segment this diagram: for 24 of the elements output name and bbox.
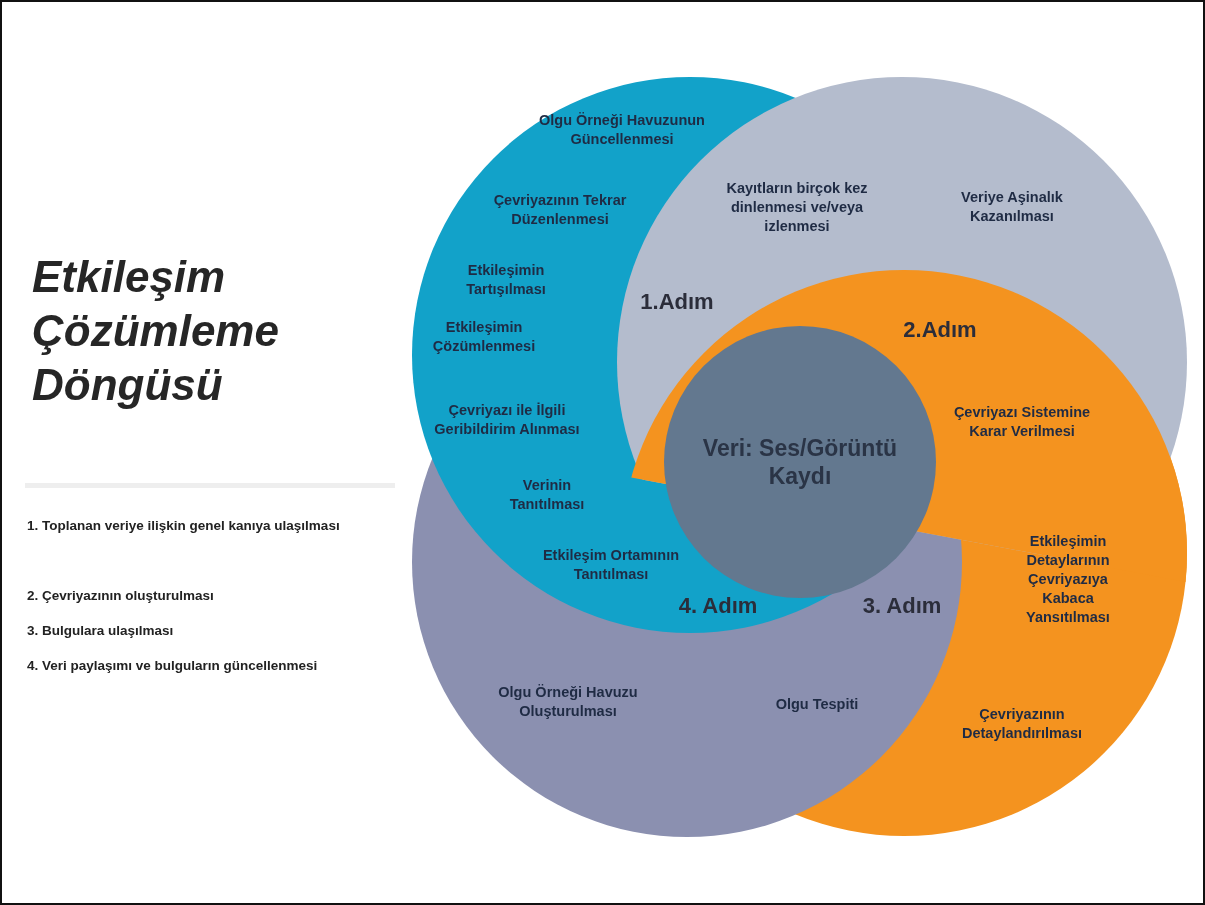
stage-text: Olgu Örneği Havuzunun Güncellenmesi — [538, 111, 706, 149]
stage-text: Olgu Örneği Havuzu Oluşturulması — [497, 683, 639, 721]
stage-text: Olgu Tespiti — [774, 694, 860, 714]
step-description: 3. Bulgulara ulaşılması — [27, 622, 174, 640]
step-label: 2.Adım — [903, 317, 977, 343]
stage-text: Etkileşimin Detaylarının Çevriyazıya Kabaca Yansıtılması — [1025, 531, 1111, 627]
stage-text: Çevriyazının Detaylandırılması — [960, 705, 1084, 743]
stage-text: Etkileşimin Tartışılması — [465, 261, 547, 299]
center-label: Veri: Ses/Görüntü Kaydı — [701, 434, 899, 490]
title: Etkileşim Çözümleme Döngüsü — [32, 251, 280, 411]
stage-text: Veriye Aşinalık Kazanılması — [960, 188, 1064, 226]
step-label: 3. Adım — [862, 593, 942, 619]
step-description: 1. Toplanan veriye ilişkin genel kanıya ulaşılması — [27, 517, 341, 535]
step-description: 2. Çevriyazının oluşturulması — [27, 587, 214, 605]
stage-text: Etkileşim Ortamının Tanıtılması — [541, 546, 681, 584]
step-label: 1.Adım — [640, 289, 714, 315]
stage-text: Etkileşimin Çözümlenmesi — [431, 318, 537, 356]
stage-text: Kayıtların birçok kez dinlenmesi ve/veya izlenmesi — [725, 178, 869, 236]
stage-text: Çevriyazı Sistemine Karar Verilmesi — [952, 403, 1092, 441]
stage-text: Çevriyazının Tekrar Düzenlenmesi — [492, 191, 628, 229]
stage-text: Çevriyazı ile İlgili Geribildirim Alınması — [433, 401, 581, 439]
step-label: 4. Adım — [678, 593, 758, 619]
step-description: 4. Veri paylaşımı ve bulguların güncellenmesi — [27, 657, 318, 675]
stage-text: Verinin Tanıtılması — [508, 476, 586, 514]
